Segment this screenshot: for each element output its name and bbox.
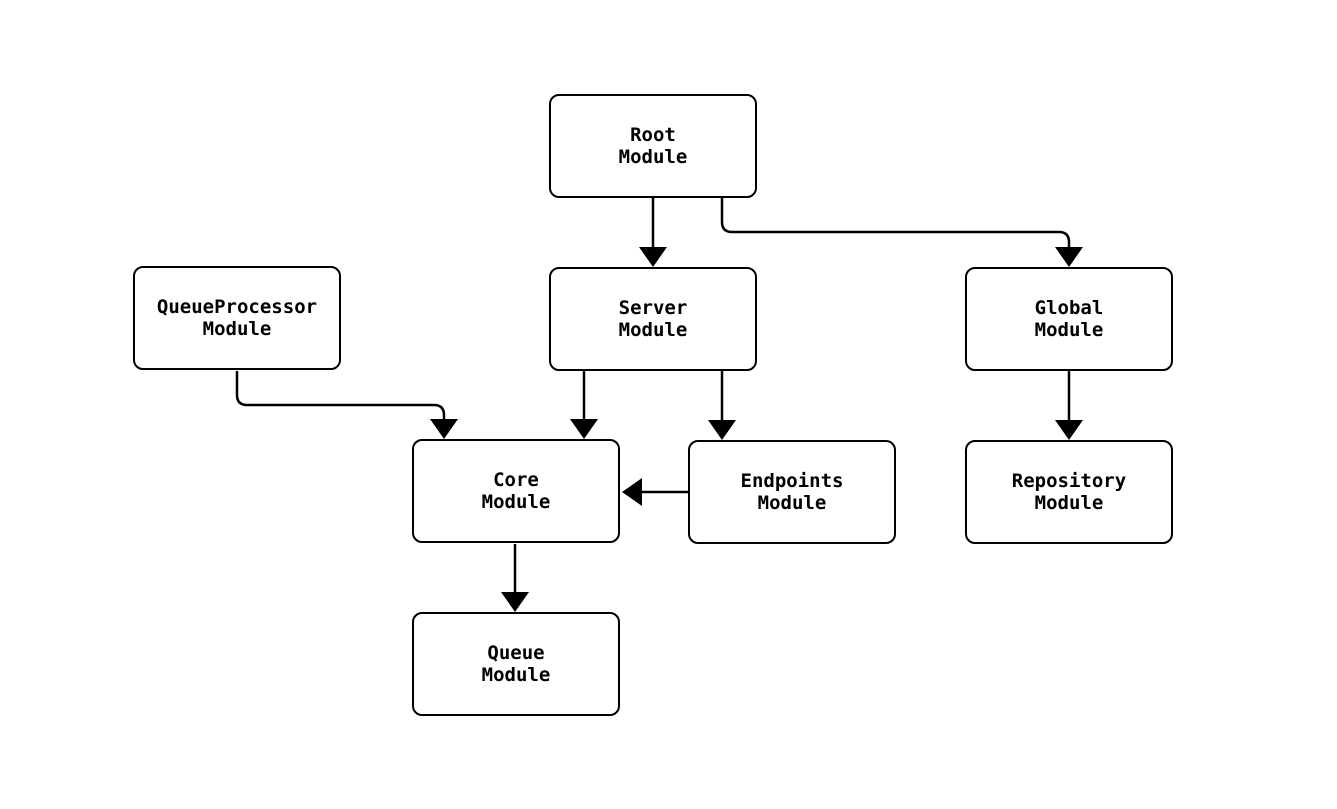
node-queue-module: Queue Module	[412, 612, 620, 716]
arrowhead	[622, 478, 642, 506]
node-endpoints-module: Endpoints Module	[688, 440, 896, 544]
arrowhead	[1055, 420, 1083, 440]
edge-server-to-core	[570, 371, 598, 439]
arrowhead	[708, 420, 736, 440]
arrowhead	[430, 419, 458, 439]
edge-endpoints-to-core	[622, 478, 688, 506]
arrowhead	[570, 419, 598, 439]
node-repository-module: Repository Module	[965, 440, 1173, 544]
node-server-module: Server Module	[549, 267, 757, 371]
arrowhead	[639, 247, 667, 267]
node-core-module: Core Module	[412, 439, 620, 543]
edge-core-to-queue	[501, 544, 529, 612]
edge-global-to-repository	[1055, 371, 1083, 440]
arrowhead	[1055, 247, 1083, 267]
edge-queueprocessor-to-core	[235, 371, 458, 439]
edge-root-to-global	[720, 198, 1083, 267]
edge-root-to-server	[639, 198, 667, 267]
arrowhead	[501, 592, 529, 612]
edge-server-to-endpoints	[708, 371, 736, 440]
node-root-module: Root Module	[549, 94, 757, 198]
node-queueprocessor-module: QueueProcessor Module	[133, 266, 341, 370]
node-global-module: Global Module	[965, 267, 1173, 371]
